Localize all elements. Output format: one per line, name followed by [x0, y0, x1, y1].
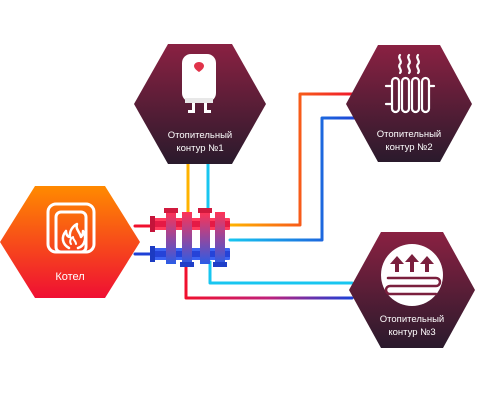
boiler-label: Котел	[55, 271, 84, 283]
circuit-2-label-line2: контур №2	[385, 142, 432, 153]
circuit-2-node: Отопительный контур №2	[346, 45, 472, 162]
circuit-1-hexagon	[134, 44, 266, 164]
hydraulic-manifold-icon	[150, 208, 230, 267]
boiler-node: Котел	[0, 186, 140, 298]
circuit-1-node: Отопительный контур №1	[134, 44, 266, 164]
pipe-circuit2-supply	[228, 92, 357, 227]
pipe-circuit3-return	[184, 260, 354, 300]
pipe-circuit3-supply	[208, 260, 354, 285]
boiler-flame-icon	[46, 202, 96, 254]
radiator-icon	[384, 53, 436, 114]
circuit-3-label-line2: контур №3	[388, 327, 435, 338]
circuit-1-label-line1: Отопительный	[168, 130, 232, 141]
circuit-3-node: Отопительный контур №3	[349, 232, 475, 348]
water-heater-icon	[182, 54, 216, 113]
underfloor-heating-icon	[381, 244, 443, 306]
circuit-2-label-line1: Отопительный	[377, 129, 441, 140]
circuit-1-label-line2: контур №1	[176, 143, 223, 154]
pipe-circuit2-return	[228, 116, 360, 242]
circuit-3-label-line1: Отопительный	[380, 314, 444, 325]
